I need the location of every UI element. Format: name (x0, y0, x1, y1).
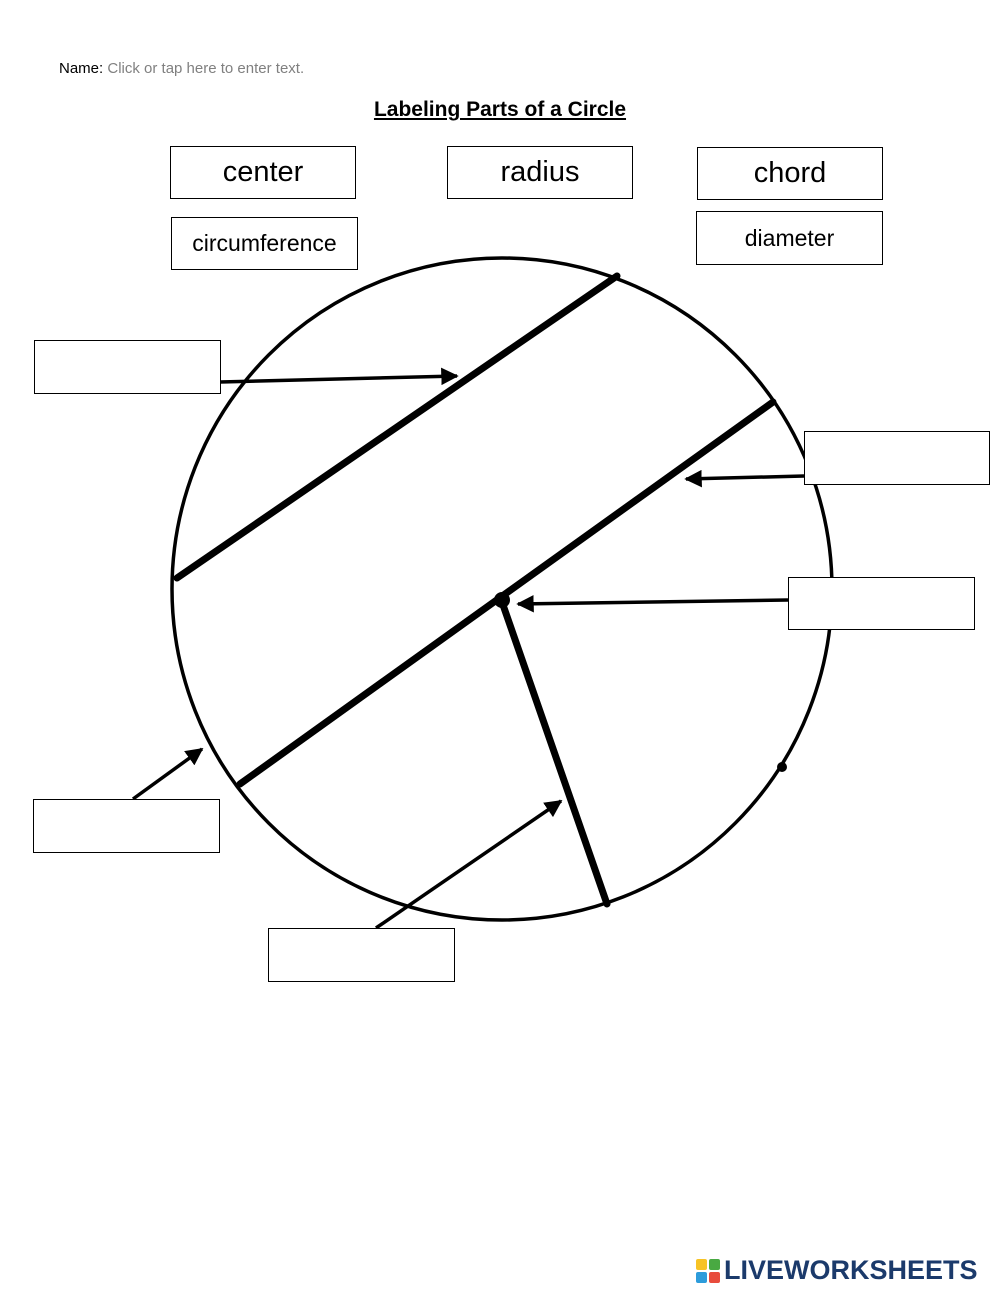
logo-square-3 (696, 1271, 707, 1283)
name-input[interactable]: Click or tap here to enter text. (107, 60, 305, 77)
logo-square-2 (709, 1258, 720, 1270)
answer-box-chord[interactable] (34, 340, 221, 394)
word-center[interactable]: center (170, 146, 356, 199)
answer-box-radius[interactable] (268, 928, 455, 982)
worksheet-title: Labeling Parts of a Circle (373, 98, 627, 121)
chord-arrow (219, 367, 459, 386)
center-point (494, 592, 510, 608)
answer-box-diameter[interactable] (804, 431, 990, 485)
word-radius[interactable]: radius (447, 146, 633, 199)
liveworksheets-brand: LIVEWORKSHEETS (696, 1255, 978, 1286)
brand-name: LIVEWORKSHEETS (724, 1255, 978, 1285)
word-circumference[interactable]: circumference (171, 217, 358, 270)
name-label: Name: (59, 60, 104, 77)
circumference-arrow (131, 747, 204, 801)
answer-box-center[interactable] (788, 577, 975, 630)
radius-line (498, 598, 611, 908)
name-field: Name: Click or tap here to enter text. (59, 60, 304, 77)
logo-square-4 (709, 1271, 720, 1283)
answer-box-circumference[interactable] (33, 799, 220, 853)
word-diameter[interactable]: diameter (696, 211, 883, 265)
diameter-line (236, 398, 777, 788)
chord-line (173, 272, 621, 582)
diameter-arrow (684, 469, 805, 488)
radius-arrow (375, 799, 563, 930)
center-arrow (516, 595, 789, 613)
word-chord[interactable]: chord (697, 147, 883, 200)
circumference-dot (777, 762, 787, 772)
liveworksheets-logo-icon (696, 1258, 720, 1283)
logo-square-1 (696, 1258, 707, 1270)
